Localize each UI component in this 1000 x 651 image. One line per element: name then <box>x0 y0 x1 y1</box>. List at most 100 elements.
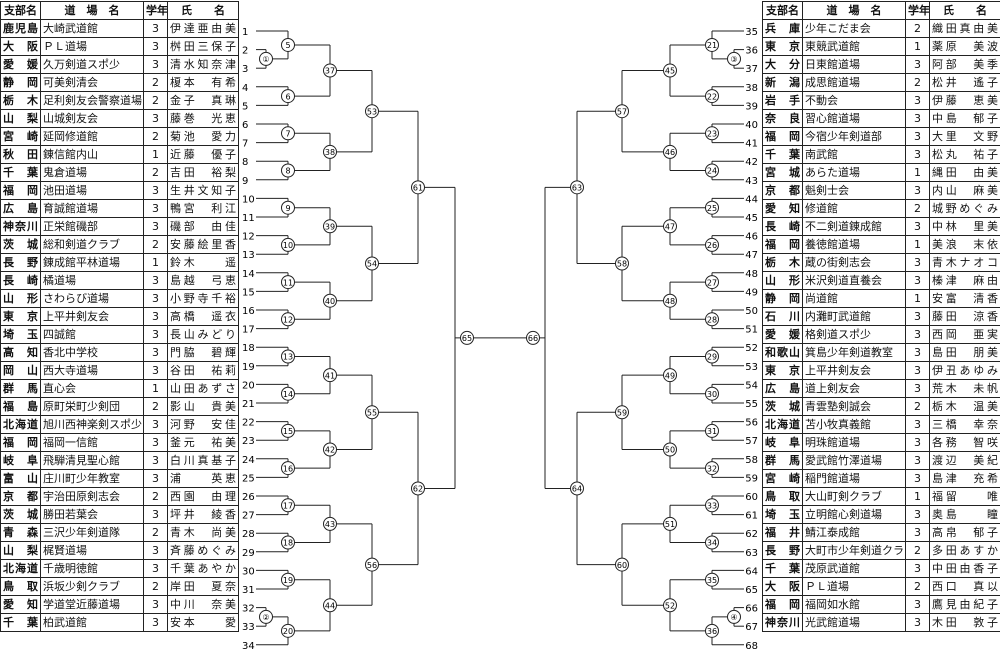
match-number-39: 39 <box>323 219 337 234</box>
svg-text:38: 38 <box>325 148 335 157</box>
entry-number: 54 <box>745 380 758 391</box>
svg-text:22: 22 <box>707 92 717 101</box>
entry-dojo: 橘道場 <box>40 271 144 290</box>
entry-dojo: 香北中学校 <box>40 343 144 362</box>
entry-dojo: 延岡修道館 <box>40 127 144 146</box>
match-number-66: 66 <box>526 330 540 345</box>
svg-text:46: 46 <box>665 148 675 157</box>
entry-name: 榛津 麻由 <box>929 271 1000 290</box>
svg-text:9: 9 <box>285 204 290 213</box>
match-number-60: 60 <box>615 557 629 572</box>
entry-dojo: 三沢少年剣道隊 <box>40 523 144 542</box>
entry-number: 59 <box>745 473 758 484</box>
entry-pref: 山形 <box>0 289 41 308</box>
entry-dojo: 梶賢道場 <box>40 541 144 560</box>
entry-number: 63 <box>745 548 758 559</box>
entry-number: 35 <box>745 27 758 38</box>
match-number-37: 37 <box>323 63 337 78</box>
svg-text:29: 29 <box>707 353 717 362</box>
entry-dojo: 原町栄町少剣団 <box>40 397 144 416</box>
match-number-27: 27 <box>705 275 719 290</box>
entry-pref: 広島 <box>762 379 803 398</box>
entry-number: 29 <box>242 548 255 559</box>
svg-text:49: 49 <box>665 371 675 380</box>
entry-number: 61 <box>745 511 758 522</box>
entry-pref: 鳥取 <box>762 487 803 506</box>
entry-name: 近藤 優子 <box>167 145 239 164</box>
svg-text:60: 60 <box>617 561 627 570</box>
entry-number: 67 <box>745 622 758 633</box>
entry-dojo: ＰＬ道場 <box>40 37 144 56</box>
match-number-①: ① <box>259 51 273 66</box>
entry-dojo: 鯖江泰成館 <box>802 523 906 542</box>
entry-number: 28 <box>242 529 255 540</box>
entry-dojo: 少年こだま会 <box>802 19 906 38</box>
entry-number: 62 <box>745 529 758 540</box>
entry-dojo: 道上剣友会 <box>802 379 906 398</box>
entry-number: 66 <box>745 604 758 615</box>
entry-dojo: 格剣道スポ少 <box>802 325 906 344</box>
entry-pref: 群馬 <box>0 379 41 398</box>
entry-name: 高橋 遥衣 <box>167 307 239 326</box>
entry-number: 8 <box>242 157 248 168</box>
svg-text:63: 63 <box>572 184 582 193</box>
entry-number: 65 <box>745 585 758 596</box>
entry-number: 36 <box>745 46 758 57</box>
entry-number: 52 <box>745 343 758 354</box>
entry-number: 68 <box>745 641 758 651</box>
svg-text:31: 31 <box>707 427 717 436</box>
match-number-22: 22 <box>705 89 719 104</box>
entry-pref: 長野 <box>762 541 803 560</box>
svg-text:27: 27 <box>707 278 717 287</box>
match-number-29: 29 <box>705 349 719 364</box>
header-pref: 支部名 <box>762 1 803 20</box>
entry-dojo: 鬼倉道場 <box>40 163 144 182</box>
svg-text:44: 44 <box>325 601 335 610</box>
match-number-53: 53 <box>365 104 379 119</box>
entry-number: 16 <box>242 306 255 317</box>
entry-number: 4 <box>242 83 248 94</box>
entry-number: 47 <box>745 250 758 261</box>
entry-number: 2 <box>242 46 248 57</box>
entry-dojo: 箕島少年剣道教室 <box>802 343 906 362</box>
match-number-10: 10 <box>281 237 295 252</box>
entry-number: 27 <box>242 511 255 522</box>
entry-dojo: ＰＬ道場 <box>802 577 906 596</box>
entry-number: 24 <box>242 455 255 466</box>
entry-number: 10 <box>242 194 255 205</box>
entry-name: 阿部 美季 <box>929 55 1000 74</box>
entry-dojo: 旭川西神楽剣スポ少 <box>40 415 144 434</box>
entry-name: 千葉あやか <box>167 559 239 578</box>
entry-dojo: 今宿少年剣道部 <box>802 127 906 146</box>
entry-dojo: あらた道場 <box>802 163 906 182</box>
entry-dojo: 不動会 <box>802 91 906 110</box>
match-number-32: 32 <box>705 461 719 476</box>
entry-number: 32 <box>242 604 255 615</box>
entry-number: 42 <box>745 157 758 168</box>
svg-text:50: 50 <box>665 446 675 455</box>
entry-dojo: 飛騨清見聖心館 <box>40 451 144 470</box>
entry-number: 48 <box>745 269 758 280</box>
match-number-41: 41 <box>323 368 337 383</box>
entry-name: 門脇 碧輝 <box>167 343 239 362</box>
svg-text:48: 48 <box>665 297 675 306</box>
svg-text:36: 36 <box>707 627 717 636</box>
entry-dojo: 福岡如水館 <box>802 595 906 614</box>
svg-text:24: 24 <box>707 167 717 176</box>
